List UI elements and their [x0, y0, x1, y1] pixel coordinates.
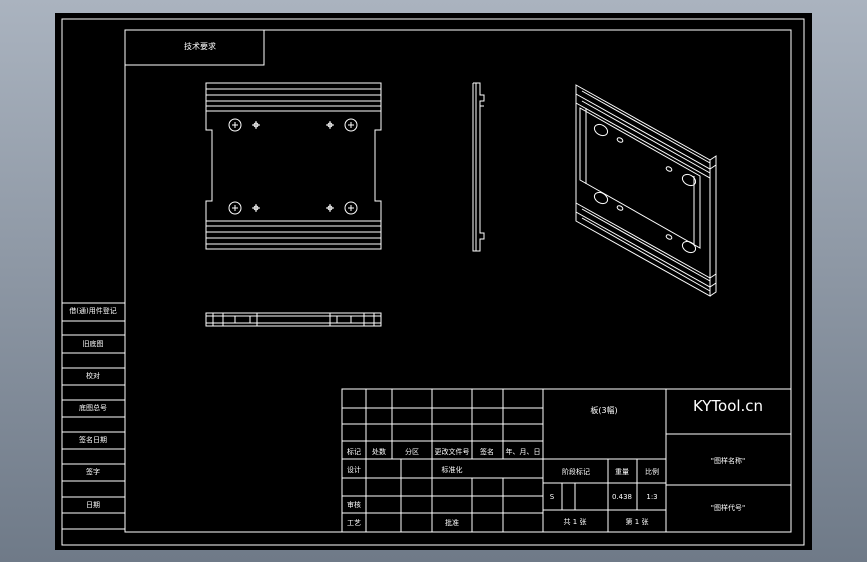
tb-weight-label: 重量 — [615, 468, 629, 476]
top-view — [205, 312, 382, 327]
cad-viewport[interactable]: 技术要求 借(通)用件登记 旧底图 校对 底图总号 签名日期 签字 日期 — [55, 13, 812, 550]
inner-frame — [124, 29, 792, 533]
tb-row-label: 年、月、日 — [506, 447, 541, 456]
left-strip-label: 底图总号 — [79, 403, 107, 412]
tb-sheet-no: 第 1 张 — [626, 517, 649, 526]
left-strip-label: 签字 — [86, 467, 100, 476]
technical-requirements-box: 技术要求 — [124, 29, 265, 66]
left-strip-label: 签名日期 — [79, 435, 107, 444]
tb-row-label: 更改文件号 — [435, 447, 470, 456]
drawing-code: "图样代号" — [711, 503, 745, 512]
tb-process-label: 工艺 — [347, 519, 361, 527]
tb-row-label: 标记 — [347, 447, 361, 456]
tb-reviewer-label: 审核 — [347, 500, 361, 509]
tb-stage-value: S — [550, 493, 555, 501]
title-block — [341, 388, 792, 533]
material-name: "图样名称" — [711, 456, 745, 465]
isometric-view — [575, 84, 717, 297]
drawing-name: 板(3幅) — [590, 405, 617, 415]
tb-approve-label: 批准 — [445, 518, 459, 527]
tb-row-label: 签名 — [480, 447, 494, 456]
side-view — [472, 82, 485, 252]
tb-sheets-total: 共 1 张 — [564, 517, 587, 526]
tb-scale-label: 比例 — [645, 467, 659, 476]
tb-weight-value: 0.438 — [612, 493, 632, 501]
tb-row-label: 分区 — [405, 447, 419, 456]
title-block-text: 标记 处数 分区 更改文件号 签名 年、月、日 设计 标准化 审核 工艺 批准 … — [347, 397, 763, 527]
left-strip-label: 借(通)用件登记 — [69, 306, 116, 315]
tb-row-label: 处数 — [372, 447, 386, 456]
technical-requirements-label: 技术要求 — [184, 41, 216, 51]
outer-frame — [61, 18, 805, 546]
tb-designer-label: 设计 — [347, 465, 361, 474]
left-strip-label: 日期 — [86, 501, 100, 509]
tb-scale-value: 1:3 — [646, 493, 657, 501]
tb-standardized-label: 标准化 — [442, 465, 463, 474]
left-binding-strip: 借(通)用件登记 旧底图 校对 底图总号 签名日期 签字 日期 — [62, 302, 125, 530]
logo-text: KYTool.cn — [693, 397, 763, 415]
front-view — [205, 82, 382, 250]
drawing-sheet: 技术要求 借(通)用件登记 旧底图 校对 底图总号 签名日期 签字 日期 — [61, 18, 805, 546]
left-strip-label: 旧底图 — [83, 339, 104, 348]
left-strip-label: 校对 — [86, 371, 100, 380]
tb-stage-mark-label: 阶段标记 — [562, 467, 590, 476]
